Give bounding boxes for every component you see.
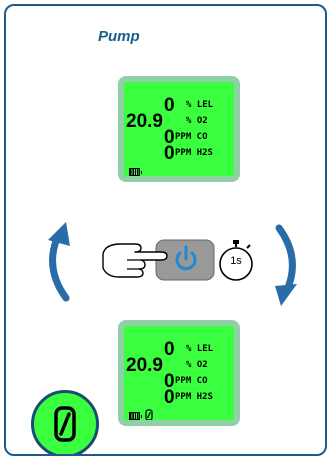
o2-unit: % O2	[186, 116, 208, 126]
cycle-arrow-right-icon	[275, 224, 297, 306]
pump-icon	[54, 406, 76, 442]
panel-title: Pump	[98, 28, 140, 45]
h2s-value: 0	[164, 143, 175, 164]
o2-unit: % O2	[186, 360, 208, 370]
co-value: 0	[164, 371, 175, 392]
co-unit: PPM CO	[175, 132, 208, 142]
timer-label: 1s	[230, 255, 242, 267]
lel-unit: % LEL	[186, 344, 214, 354]
o2-value: 20.9	[126, 355, 163, 376]
hand-pointer-icon	[102, 243, 168, 278]
cycle-arrow-left-icon	[48, 222, 70, 302]
lcd-display-top: 0 % LEL 20.9 % O2 0 PPM CO 0 PPM H2S	[118, 76, 240, 182]
h2s-unit: PPM H2S	[175, 148, 213, 158]
co-value: 0	[164, 127, 175, 148]
stopwatch-icon	[219, 240, 253, 281]
battery-icon	[129, 412, 142, 420]
instruction-panel: Pump 0 % LEL 20.9 % O2 0 PPM CO 0 PPM H2…	[4, 4, 327, 456]
battery-icon	[129, 168, 142, 176]
lel-value: 0	[164, 339, 175, 360]
h2s-unit: PPM H2S	[175, 392, 213, 402]
lcd-screen-bottom: 0 % LEL 20.9 % O2 0 PPM CO 0 PPM H2S	[124, 326, 234, 420]
power-button-press-illustration	[102, 239, 215, 281]
lel-value: 0	[164, 95, 175, 116]
lcd-screen-top: 0 % LEL 20.9 % O2 0 PPM CO 0 PPM H2S	[124, 82, 234, 176]
h2s-value: 0	[164, 387, 175, 408]
lcd-display-bottom: 0 % LEL 20.9 % O2 0 PPM CO 0 PPM H2S	[118, 320, 240, 426]
power-button-icon	[175, 245, 197, 271]
co-unit: PPM CO	[175, 376, 208, 386]
lel-unit: % LEL	[186, 100, 214, 110]
pump-icon-zoom-callout	[31, 390, 99, 454]
o2-value: 20.9	[126, 111, 163, 132]
pump-icon	[145, 409, 153, 420]
